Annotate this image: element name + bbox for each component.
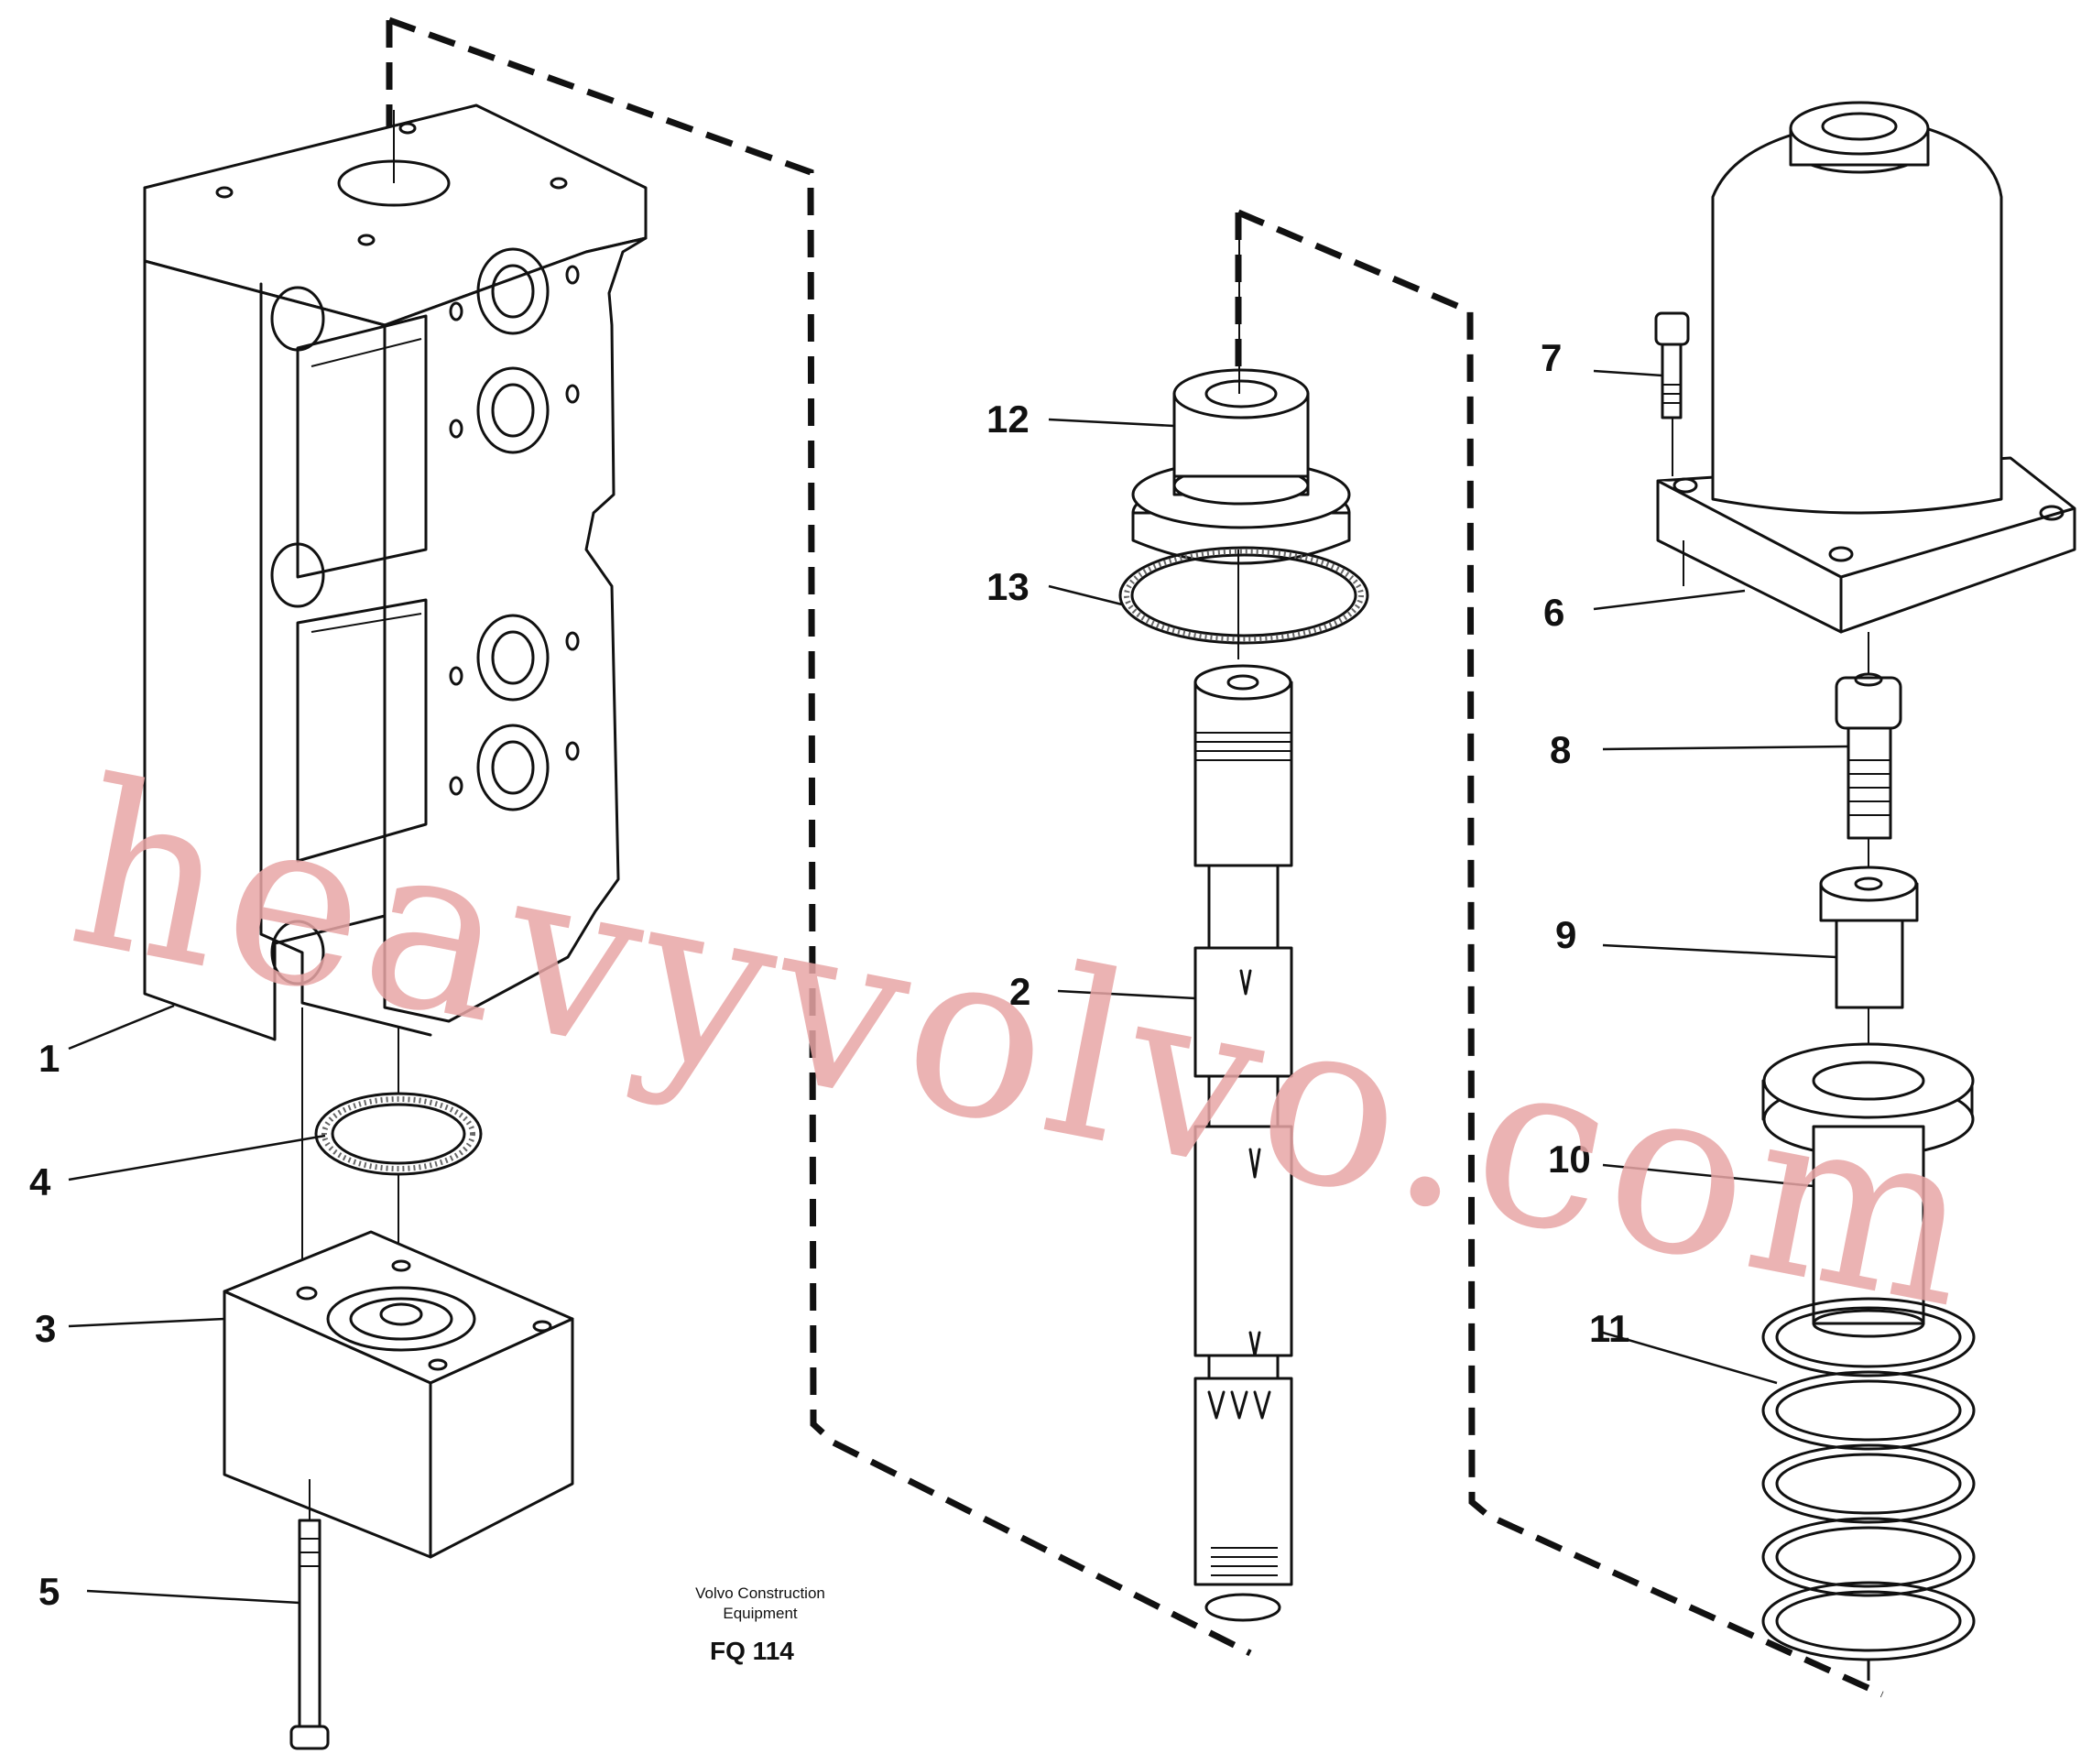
callout-5: 5 <box>38 1570 60 1613</box>
end-cover-block <box>223 1230 574 1559</box>
leader-1 <box>68 1004 175 1051</box>
caption-line-1: Volvo Construction <box>695 1584 825 1602</box>
leader-11 <box>1602 1331 1778 1385</box>
callout-13: 13 <box>986 565 1030 608</box>
callout-10: 10 <box>1548 1138 1591 1181</box>
left-phantom-frame <box>387 16 1252 1657</box>
right-phantom-frame <box>1237 209 1884 1698</box>
callout-9: 9 <box>1555 913 1576 956</box>
leader-8 <box>1602 745 1849 751</box>
caption-line-2: Equipment <box>723 1605 798 1622</box>
valve-housing <box>143 103 648 1041</box>
spool-2 <box>1193 664 1293 1622</box>
cap-housing <box>1656 101 2076 634</box>
callout-labels: 1 4 3 5 12 13 2 7 6 8 9 10 11 <box>29 336 1629 1613</box>
leader-lines <box>68 369 1849 1605</box>
callout-12: 12 <box>986 397 1030 441</box>
leader-3 <box>68 1317 225 1328</box>
figure-number: FQ 114 <box>710 1637 794 1665</box>
sleeve-9 <box>1819 866 1919 1062</box>
bolt-5 <box>289 1479 330 1750</box>
seal-ring-4 <box>314 1092 483 1176</box>
leader-7 <box>1593 369 1663 377</box>
leader-2 <box>1057 989 1196 1000</box>
ring-13 <box>1118 546 1369 659</box>
callout-4: 4 <box>29 1160 51 1203</box>
callout-7: 7 <box>1541 336 1562 379</box>
callout-3: 3 <box>35 1307 56 1350</box>
spool-end-fitting <box>1131 220 1351 565</box>
screw-8 <box>1835 632 1902 870</box>
leader-12 <box>1048 418 1175 428</box>
spring-seat-10 <box>1761 1042 1975 1338</box>
leader-5 <box>86 1589 300 1605</box>
leader-10 <box>1602 1163 1814 1188</box>
callout-2: 2 <box>1009 970 1030 1013</box>
callout-11: 11 <box>1589 1307 1629 1350</box>
leader-4 <box>68 1134 326 1181</box>
callout-8: 8 <box>1550 728 1571 771</box>
leader-13 <box>1048 584 1123 606</box>
leader-9 <box>1602 943 1837 959</box>
leader-6 <box>1593 589 1746 611</box>
callout-6: 6 <box>1543 591 1564 634</box>
screw-7 <box>1654 311 1690 476</box>
callout-1: 1 <box>38 1037 60 1080</box>
spring-11 <box>1761 1297 1976 1681</box>
drawing-caption: Volvo Construction Equipment FQ 114 <box>695 1584 825 1665</box>
